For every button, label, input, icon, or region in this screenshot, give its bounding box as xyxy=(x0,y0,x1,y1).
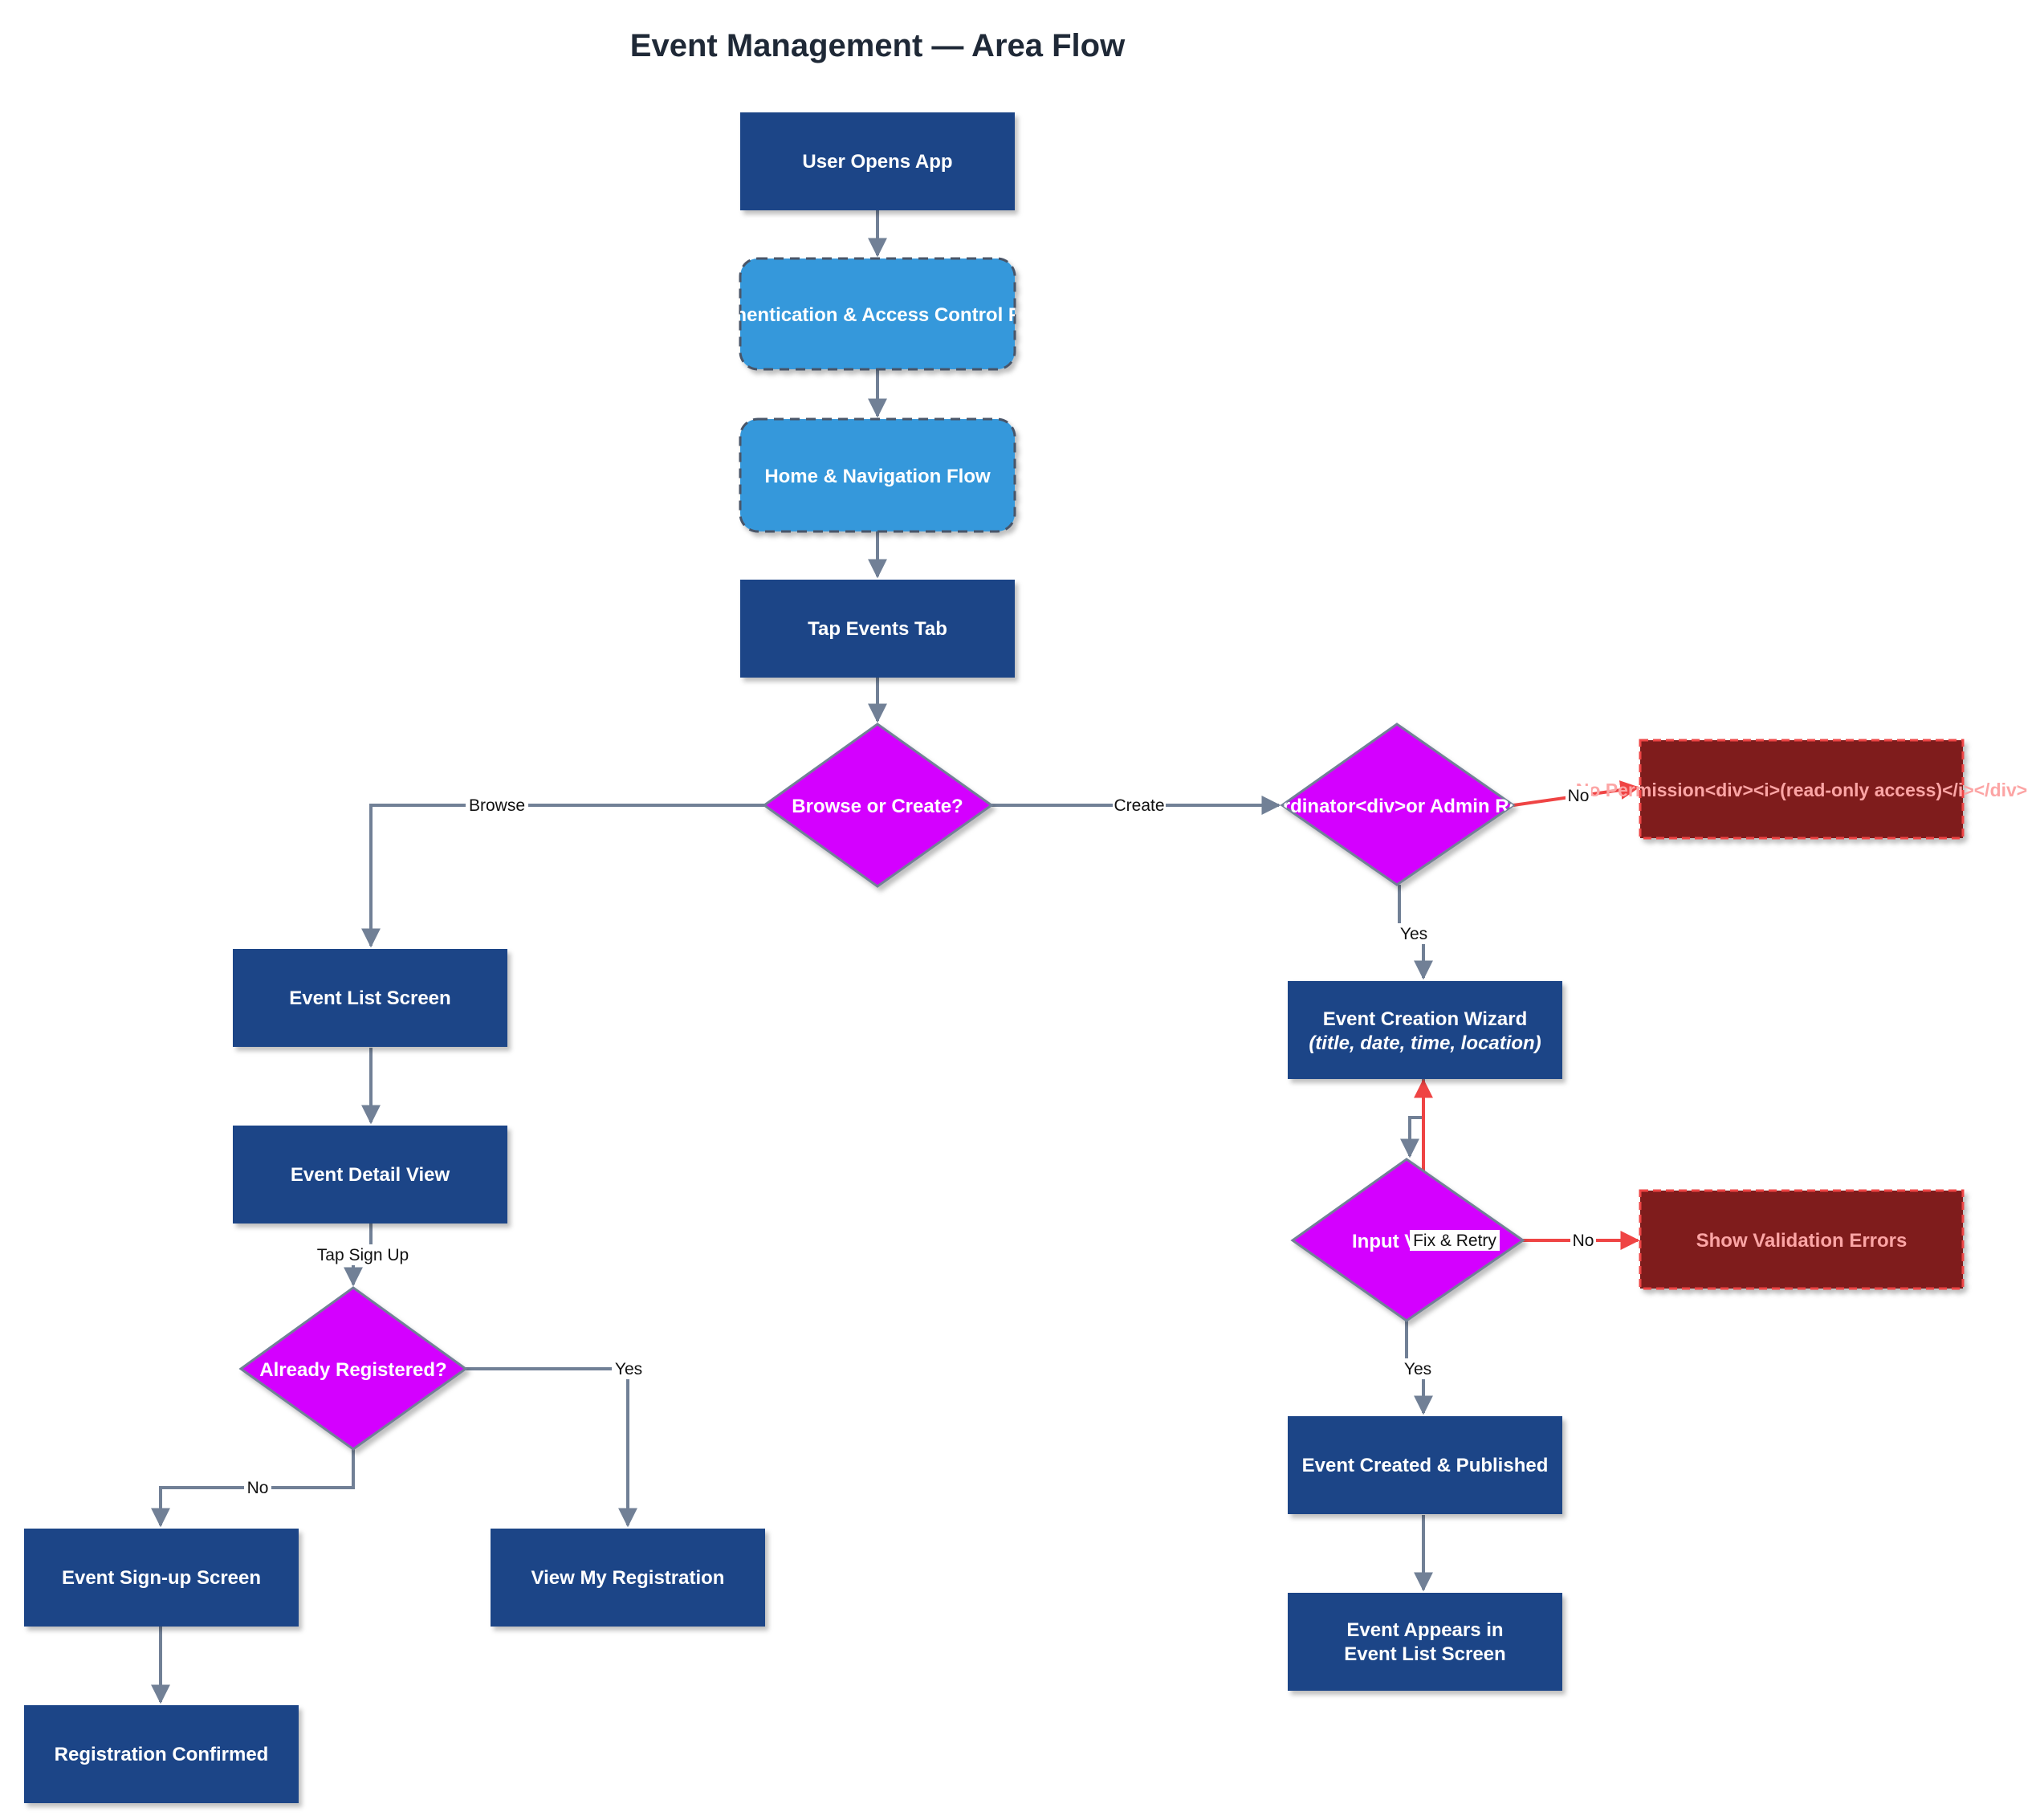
edge-label-input-no: No xyxy=(1573,1232,1594,1250)
edge-wizard-to-input xyxy=(1400,1078,1425,1158)
node-label: User Opens App xyxy=(802,151,952,173)
decision-coordinator-role: Coordinator<div>or Admin Role? xyxy=(1245,723,1549,886)
node-label: Already Registered? xyxy=(259,1359,446,1381)
subflow-home-navigation[interactable]: Home & Navigation Flow xyxy=(739,417,1016,533)
process-event-created-published: Event Created & Published xyxy=(1288,1416,1562,1514)
edge-registered-yes xyxy=(466,1367,637,1528)
process-registration-confirmed: Registration Confirmed xyxy=(24,1705,299,1803)
edge-label-role-yes: Yes xyxy=(1400,925,1427,943)
node-label: Tap Events Tab xyxy=(808,618,947,640)
decision-input-valid: Input Valid? xyxy=(1290,1158,1525,1322)
process-event-list-screen: Event List Screen xyxy=(233,949,507,1047)
edge-label-role-no: No xyxy=(1568,787,1590,805)
subflow-authentication[interactable]: Authentication & Access Control Flow xyxy=(702,257,1052,371)
edge-label-registered-no: No xyxy=(247,1479,269,1497)
process-event-creation-wizard: Event Creation Wizard (title, date, time… xyxy=(1288,981,1562,1079)
error-no-permission: No Permission<div><i>(read-only access)<… xyxy=(1576,739,2028,840)
edge-label-browse: Browse xyxy=(469,796,525,815)
node-label-line2: Event List Screen xyxy=(1344,1643,1505,1665)
edge-label-registered-yes: Yes xyxy=(615,1360,642,1378)
node-label-line2: (title, date, time, location) xyxy=(1309,1032,1541,1054)
node-label: Event Detail View xyxy=(291,1164,450,1186)
node-label: Home & Navigation Flow xyxy=(764,466,991,487)
process-tap-events-tab: Tap Events Tab xyxy=(740,580,1015,678)
edge-label-input-yes: Yes xyxy=(1404,1360,1431,1378)
node-label-line1: Event Appears in xyxy=(1346,1619,1503,1641)
node-label: Event Created & Published xyxy=(1302,1455,1549,1476)
node-label: View My Registration xyxy=(531,1567,725,1589)
node-label: Coordinator<div>or Admin Role? xyxy=(1245,796,1549,817)
decision-browse-or-create: Browse or Create? xyxy=(762,723,994,888)
process-event-signup-screen: Event Sign-up Screen xyxy=(24,1529,299,1627)
decision-already-registered: Already Registered? xyxy=(238,1286,468,1451)
node-label: No Permission<div><i>(read-only access)<… xyxy=(1576,780,2028,800)
process-view-my-registration: View My Registration xyxy=(491,1529,765,1627)
edge-browse xyxy=(361,804,764,948)
edge-label-tap-sign-up: Tap Sign Up xyxy=(317,1246,409,1264)
node-label: Authentication & Access Control Flow xyxy=(702,304,1052,326)
process-user-opens-app: User Opens App xyxy=(740,112,1015,210)
node-label-line1: Event Creation Wizard xyxy=(1323,1008,1528,1030)
process-event-appears: Event Appears in Event List Screen xyxy=(1288,1593,1562,1691)
process-event-detail-view: Event Detail View xyxy=(233,1126,507,1224)
page-title: Event Management — Area Flow xyxy=(630,28,1126,63)
node-label: Show Validation Errors xyxy=(1696,1230,1908,1252)
edge-labels: Browse Create No Yes Tap Sign Up Yes No … xyxy=(244,786,1596,1498)
node-label: Browse or Create? xyxy=(792,796,963,817)
edge-label-fix-retry: Fix & Retry xyxy=(1413,1232,1496,1250)
node-label: Event List Screen xyxy=(289,987,450,1009)
error-show-validation-errors: Show Validation Errors xyxy=(1639,1189,1965,1290)
node-label: Registration Confirmed xyxy=(55,1744,269,1765)
node-label: Event Sign-up Screen xyxy=(62,1567,261,1589)
edge-label-create: Create xyxy=(1114,796,1164,815)
